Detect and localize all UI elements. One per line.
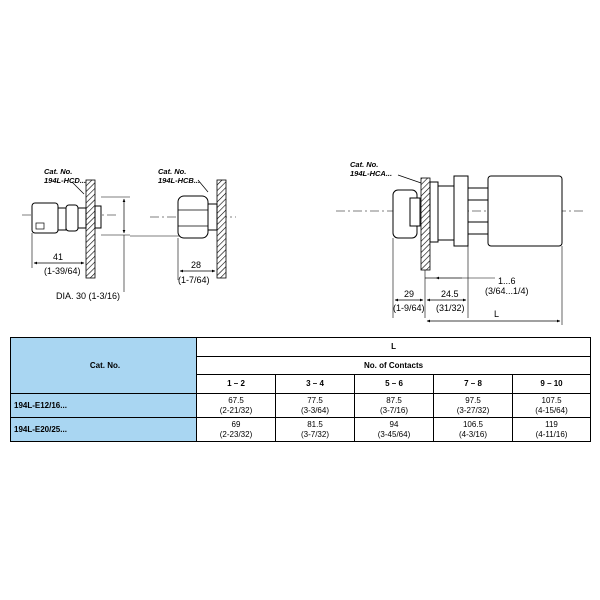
dim-28-inch: (1-7/64)	[178, 275, 210, 285]
contact-block	[487, 175, 563, 247]
left-panel-section	[85, 179, 96, 279]
table-cell: 67.5(2-21/32)	[196, 393, 276, 418]
table-cell: 106.5(4-3/16)	[433, 417, 513, 442]
table-row: 194L-E12/16... 67.5(2-21/32) 77.5(3-3/64…	[10, 393, 592, 418]
dim-41-inch: (1-39/64)	[44, 266, 81, 276]
dim-1-6-inch: (3/64...1/4)	[485, 286, 529, 296]
table-cell: 97.5(3-27/32)	[433, 393, 513, 418]
right-panel-section	[420, 177, 431, 271]
dimensions-table: Cat. No. L No. of Contacts 1 – 2 3 – 4 5…	[10, 337, 592, 442]
right-leader-line	[397, 174, 425, 185]
dim-29-label: 29	[404, 289, 414, 299]
operator-collar	[77, 207, 87, 229]
left-cat-number: 194L-HCD...	[44, 176, 86, 185]
table-cell: 87.5(3-7/16)	[354, 393, 434, 418]
middle-panel-section	[216, 179, 227, 279]
dim-24-5-inch: (31/32)	[436, 303, 465, 313]
right-operator-view: Cat. No. 194L-HCA... 1...6 (3/64...1/4) …	[336, 160, 586, 325]
right-cat-label: Cat. No.	[350, 160, 378, 169]
contacts-header: No. of Contacts	[195, 356, 592, 375]
operator-collar	[207, 203, 218, 231]
middle-cat-number: 194L-HCB...	[158, 176, 200, 185]
column-header: 7 – 8	[433, 374, 513, 394]
table-cell: 119(4-11/16)	[511, 417, 592, 442]
dim-24-5-label: 24.5	[441, 289, 459, 299]
table-cell: 81.5(3-7/32)	[275, 417, 355, 442]
operator-knob	[65, 204, 79, 232]
table-cell: 69(2-23/32)	[196, 417, 276, 442]
column-header: 9 – 10	[511, 374, 592, 394]
dim-1-6-label: 1...6	[498, 276, 516, 286]
table-cell: 94(3-45/64)	[354, 417, 434, 442]
key-neck	[57, 207, 67, 231]
row-cat-no: 194L-E12/16...	[10, 393, 197, 418]
mounting-nut	[429, 181, 439, 243]
dim-29-inch: (1-9/64)	[393, 303, 425, 313]
operator-body	[177, 195, 209, 239]
middle-cat-label: Cat. No.	[158, 167, 186, 176]
dia-label: DIA. 30 (1-3/16)	[56, 291, 120, 301]
table-row: 194L-E20/25... 69(2-23/32) 81.5(3-7/32) …	[10, 417, 592, 442]
lower-shaft	[467, 221, 489, 235]
column-header: 1 – 2	[196, 374, 276, 394]
L-header: L	[195, 337, 592, 357]
dim-28-label: 28	[191, 260, 201, 270]
key-slot	[35, 222, 45, 230]
dimension-drawing: Cat. No. 194L-HCD... 41 (1-39/64) DIA. 3…	[22, 160, 586, 325]
row-cat-no: 194L-E20/25...	[10, 417, 197, 442]
table-cell: 107.5(4-15/64)	[511, 393, 592, 418]
left-cat-label: Cat. No.	[44, 167, 72, 176]
column-header: 5 – 6	[354, 374, 434, 394]
operator-collar	[409, 197, 421, 227]
left-leader-line	[71, 181, 85, 195]
dim-41-label: 41	[53, 252, 63, 262]
adapter-plate	[453, 175, 469, 247]
middle-leader-line	[197, 179, 209, 193]
middle-operator-view: Cat. No. 194L-HCB... 28 (1-7/64)	[150, 167, 236, 285]
right-cat-number: 194L-HCA...	[350, 169, 392, 178]
table-cell: 77.5(3-3/64)	[275, 393, 355, 418]
column-header: 3 – 4	[275, 374, 355, 394]
cat-no-header: Cat. No.	[10, 337, 197, 394]
dim-L-label: L	[494, 309, 499, 319]
mounting-nut	[94, 205, 102, 229]
upper-shaft	[467, 187, 489, 201]
left-operator-view: Cat. No. 194L-HCD... 41 (1-39/64) DIA. 3…	[22, 167, 202, 301]
mounting-flange	[437, 185, 455, 241]
